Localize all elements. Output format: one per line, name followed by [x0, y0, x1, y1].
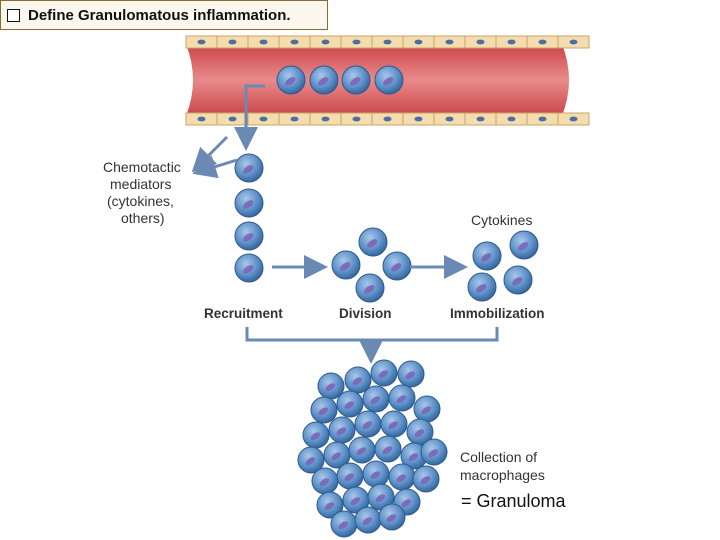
macrophage-cell — [309, 65, 339, 95]
endothelial-cell — [495, 112, 528, 126]
macrophage-cell — [374, 65, 404, 95]
macrophage-cell — [503, 265, 533, 295]
macrophage-cell — [472, 241, 502, 271]
granuloma-label: = Granuloma — [461, 491, 566, 511]
endothelial-cell — [309, 35, 342, 49]
endothelial-cell — [402, 112, 435, 126]
macrophage-cell — [342, 486, 370, 514]
endothelial-cell — [433, 112, 466, 126]
endothelial-cell — [371, 35, 404, 49]
macrophage-cell — [370, 359, 398, 387]
collection-label: Collection of macrophages — [460, 449, 545, 483]
macrophage-cell — [388, 384, 416, 412]
endothelial-cell — [216, 35, 249, 49]
macrophage-cell — [336, 390, 364, 418]
endothelial-cell — [340, 35, 373, 49]
chemotactic-line-1: Chemotactic — [103, 159, 181, 175]
macrophage-cell — [234, 253, 264, 283]
macrophage-cell — [302, 421, 330, 449]
endothelial-cell — [557, 35, 590, 49]
endothelial-cell — [247, 35, 280, 49]
endothelial-cell — [433, 35, 466, 49]
endothelial-cell — [371, 112, 404, 126]
endothelial-cell — [464, 35, 497, 49]
collection-line-2: macrophages — [460, 467, 545, 483]
macrophage-cell — [330, 510, 358, 538]
endothelial-cell — [185, 35, 218, 49]
arrows — [191, 84, 499, 364]
macrophage-cell — [362, 460, 390, 488]
macrophage-cell — [412, 465, 440, 493]
division-label: Division — [339, 306, 392, 321]
macrophage-cell — [378, 503, 406, 531]
macrophage-cell — [331, 250, 361, 280]
macrophage-cell — [328, 416, 356, 444]
immobilization-label: Immobilization — [450, 306, 545, 321]
macrophage-cell — [397, 360, 425, 388]
endothelium-bottom — [185, 112, 590, 126]
endothelial-cell — [278, 35, 311, 49]
macrophage-cell — [362, 385, 390, 413]
endothelium-top — [185, 35, 590, 49]
collection-line-1: Collection of — [460, 449, 537, 465]
bracket-line — [245, 327, 499, 342]
macrophage-cell — [467, 272, 497, 302]
macrophage-cell — [310, 396, 338, 424]
macrophage-cell — [234, 153, 264, 183]
endothelial-cell — [309, 112, 342, 126]
macrophage-cell — [276, 65, 306, 95]
macrophage-cell — [354, 410, 382, 438]
macrophage-cell — [234, 221, 264, 251]
macrophage-cell — [336, 462, 364, 490]
chemotactic-line-4: others) — [121, 210, 165, 226]
macrophage-cell — [388, 463, 416, 491]
endothelial-cell — [185, 112, 218, 126]
endothelial-cell — [495, 35, 528, 49]
macrophage-cell — [509, 230, 539, 260]
endothelial-cell — [557, 112, 590, 126]
slide-title-bar: Define Granulomatous inflammation. — [0, 0, 328, 30]
macrophage-cell — [382, 251, 412, 281]
macrophage-cell — [341, 65, 371, 95]
macrophage-cell — [348, 436, 376, 464]
endothelial-cell — [216, 112, 249, 126]
chemotactic-line-2: mediators — [110, 176, 171, 192]
macrophage-cell — [311, 467, 339, 495]
macrophage-cell — [355, 273, 385, 303]
macrophage-cell — [374, 435, 402, 463]
endothelial-cell — [402, 35, 435, 49]
endothelial-cell — [278, 112, 311, 126]
macrophage-cell — [358, 227, 388, 257]
extravasation-arrow — [234, 84, 265, 151]
endothelial-cell — [464, 112, 497, 126]
macrophage-cell — [234, 188, 264, 218]
macrophage-cell — [316, 491, 344, 519]
endothelial-cell — [526, 112, 559, 126]
chemotactic-arrow-2 — [192, 155, 238, 179]
cytokines-label: Cytokines — [471, 212, 532, 228]
endothelial-cell — [247, 112, 280, 126]
macrophage-cell — [413, 395, 441, 423]
macrophage-cell — [323, 441, 351, 469]
macrophage-cell — [380, 410, 408, 438]
checkbox-bullet-icon — [7, 8, 20, 22]
recruitment-label: Recruitment — [204, 306, 283, 321]
chemotactic-line-3: (cytokines, — [107, 193, 174, 209]
macrophage-cell — [297, 446, 325, 474]
chemotactic-label: Chemotactic mediators (cytokines, others… — [103, 159, 185, 226]
macrophage-cell — [344, 366, 372, 394]
endothelial-cell — [340, 112, 373, 126]
endothelial-cell — [526, 35, 559, 49]
slide-title: Define Granulomatous inflammation. — [28, 6, 291, 24]
macrophage-cell — [354, 506, 382, 534]
macrophage-cells — [234, 65, 539, 538]
macrophage-cell — [420, 438, 448, 466]
